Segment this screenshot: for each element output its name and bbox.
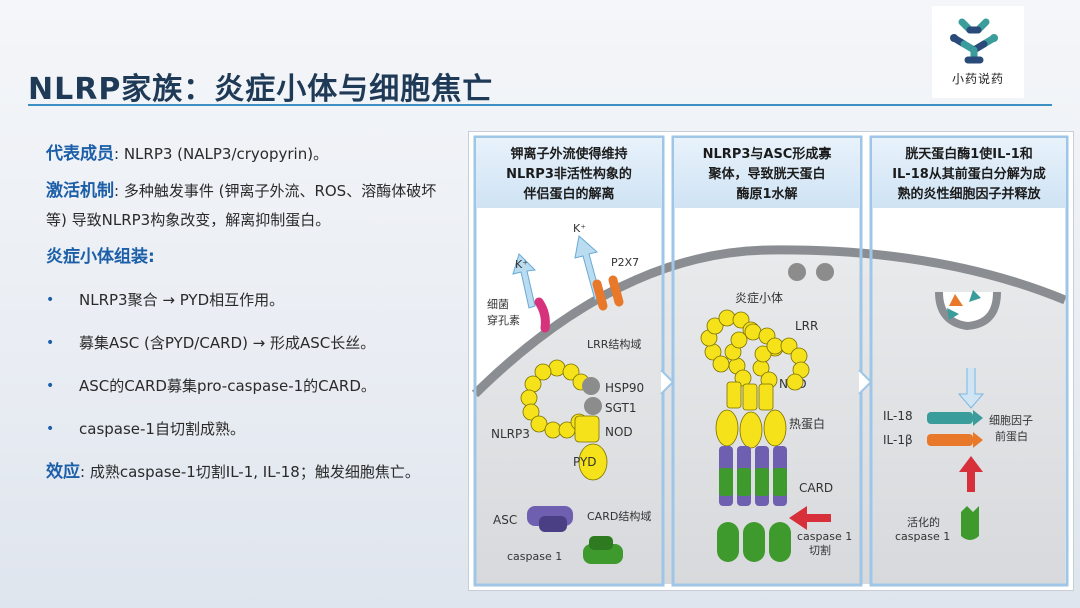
- members-paragraph: 代表成员: NLRP3 (NALP3/cryopyrin)。: [46, 140, 441, 169]
- activation-label: 激活机制: [46, 181, 114, 201]
- nod-domain: [574, 415, 600, 443]
- content-body: 代表成员: NLRP3 (NALP3/cryopyrin)。 激活机制: 多种触…: [46, 140, 441, 495]
- nod-domains: [726, 381, 774, 411]
- inflammasome-figure: 钾离子外流使得维持 NLRP3非活性构象的 伴侣蛋白的解离 NLRP3与ASC形…: [468, 131, 1074, 591]
- il1b-tail: [973, 432, 983, 448]
- precursor-label: 细胞因子: [989, 414, 1033, 427]
- list-item: •caspase-1自切割成熟。: [46, 415, 441, 444]
- il18-label: IL-18: [883, 409, 913, 423]
- caspase-label: caspase 1: [507, 550, 562, 563]
- molecule-logo-icon: [950, 18, 998, 64]
- pyd-domain: [578, 443, 608, 481]
- bullet-dot-icon: •: [46, 421, 55, 437]
- sgt1-label: SGT1: [605, 401, 636, 415]
- panel-3-header-line: 胱天蛋白酶1使IL-1和: [905, 146, 1033, 162]
- caspase-card: [589, 536, 613, 550]
- asc-card: [539, 516, 567, 532]
- asc-label: ASC: [493, 513, 517, 527]
- released-chaperone: [788, 263, 806, 281]
- pore-forming-toxin: [534, 297, 550, 333]
- pyd-domains: [715, 409, 787, 449]
- nod-label: NOD: [605, 425, 633, 439]
- cell-membrane: [471, 245, 1067, 398]
- il18-precursor: [927, 412, 973, 424]
- panel-1-header-line: 钾离子外流使得维持: [510, 146, 627, 162]
- logo: 小药说药: [932, 6, 1024, 98]
- panel-1-header-line: 伴侣蛋白的解离: [522, 186, 614, 202]
- activation-text: : 多种触发事件 (钾离子外流、ROS、溶酶体破坏等) 导致NLRP3构象改变，…: [46, 182, 437, 229]
- assembly-label: 炎症小体组装: [46, 247, 148, 267]
- panel-3-frame: [869, 135, 1069, 587]
- k-ion-label: K⁺: [573, 222, 586, 235]
- potassium-efflux-arrows: [512, 235, 602, 309]
- effect-text: : 成熟caspase-1切割IL-1, IL-18；触发细胞焦亡。: [80, 463, 420, 481]
- list-item: •ASC的CARD募集pro-caspase-1的CARD。: [46, 372, 441, 401]
- released-cytokines: [947, 290, 981, 320]
- precursor-label: 前蛋白: [995, 429, 1028, 443]
- lrr-label: LRR: [795, 319, 818, 333]
- list-item: •NLRP3聚合 → PYD相互作用。: [46, 286, 441, 315]
- list-item: •募集ASC (含PYD/CARD) → 形成ASC长丝。: [46, 329, 441, 358]
- sgt1: [584, 397, 602, 415]
- p2x7-receptor: [592, 279, 608, 311]
- panel-2-header: [674, 138, 860, 208]
- panel-2-header-line: NLRP3与ASC形成寡: [703, 146, 833, 162]
- panel-1-header-line: NLRP3非活性构象的: [506, 166, 632, 182]
- processing-arrow-icon: [959, 456, 983, 492]
- p2x7-receptor: [608, 275, 624, 307]
- card-label: CARD: [799, 481, 833, 495]
- hsp90: [582, 377, 600, 395]
- release-arrow-icon: [957, 368, 985, 409]
- hsp-label: 热蛋白: [789, 416, 825, 431]
- active-caspase-label: caspase 1: [895, 530, 950, 543]
- chevron-right-icon: [858, 369, 873, 395]
- card-domain-label: CARD结构域: [587, 509, 651, 523]
- pyd-label: PYD: [573, 455, 597, 469]
- k-ion-label: K⁺: [515, 258, 528, 271]
- panel-2-header-line: 酶原1水解: [736, 186, 797, 202]
- panel-3-header: [872, 138, 1066, 208]
- inflammasome-label: 炎症小体: [735, 290, 783, 305]
- panel-3-header-line: 熟的炎性细胞因子并释放: [897, 186, 1041, 202]
- toxin-label: 穿孔素: [487, 313, 520, 327]
- pro-caspase-1-cluster: [717, 522, 791, 562]
- il1b-label: IL-1β: [883, 433, 913, 447]
- bullet-dot-icon: •: [46, 292, 55, 308]
- nlrp3-label: NLRP3: [491, 427, 530, 441]
- activation-paragraph: 激活机制: 多种触发事件 (钾离子外流、ROS、溶酶体破坏等) 导致NLRP3构…: [46, 177, 441, 235]
- chevron-right-icon: [660, 369, 675, 395]
- bullet-dot-icon: •: [46, 335, 55, 351]
- inflammasome-diagram: 钾离子外流使得维持 NLRP3非活性构象的 伴侣蛋白的解离 NLRP3与ASC形…: [471, 135, 1069, 587]
- effect-label: 效应: [46, 462, 80, 482]
- panel-3-header-line: IL-18从其前蛋白分解为成: [892, 166, 1046, 182]
- cleave-label: caspase 1: [797, 530, 852, 543]
- title-divider: [28, 104, 1052, 106]
- p2x7-label: P2X7: [611, 256, 639, 269]
- cleave-label: 切割: [809, 543, 831, 557]
- panel-2-frame: [671, 135, 863, 587]
- toxin-label: 细菌: [487, 298, 509, 311]
- page-title: NLRP家族：炎症小体与细胞焦亡: [28, 72, 494, 107]
- members-label: 代表成员: [46, 144, 114, 164]
- active-caspase-label: 活化的: [907, 515, 940, 529]
- panel-1-header: [476, 138, 662, 208]
- panel-1-frame: [473, 135, 665, 587]
- bullet-dot-icon: •: [46, 378, 55, 394]
- lrr-domain-label: LRR结构域: [587, 337, 641, 351]
- active-caspase-1: [961, 506, 979, 540]
- il1b-precursor: [927, 434, 973, 446]
- assembly-heading: 炎症小体组装:: [46, 247, 155, 267]
- panel-2-header-line: 聚体，导致胱天蛋白: [707, 166, 825, 182]
- logo-text: 小药说药: [951, 72, 1004, 86]
- hsp90-label: HSP90: [605, 381, 644, 395]
- nlrp3-lrr-ring: [520, 359, 590, 439]
- released-chaperone: [816, 263, 834, 281]
- il18-tail: [973, 410, 983, 426]
- caspase-card-recruit: [719, 468, 787, 496]
- members-text: : NLRP3 (NALP3/cryopyrin)。: [114, 145, 329, 163]
- cleavage-arrow-icon: [789, 506, 831, 530]
- effect-paragraph: 效应: 成熟caspase-1切割IL-1, IL-18；触发细胞焦亡。: [46, 458, 441, 487]
